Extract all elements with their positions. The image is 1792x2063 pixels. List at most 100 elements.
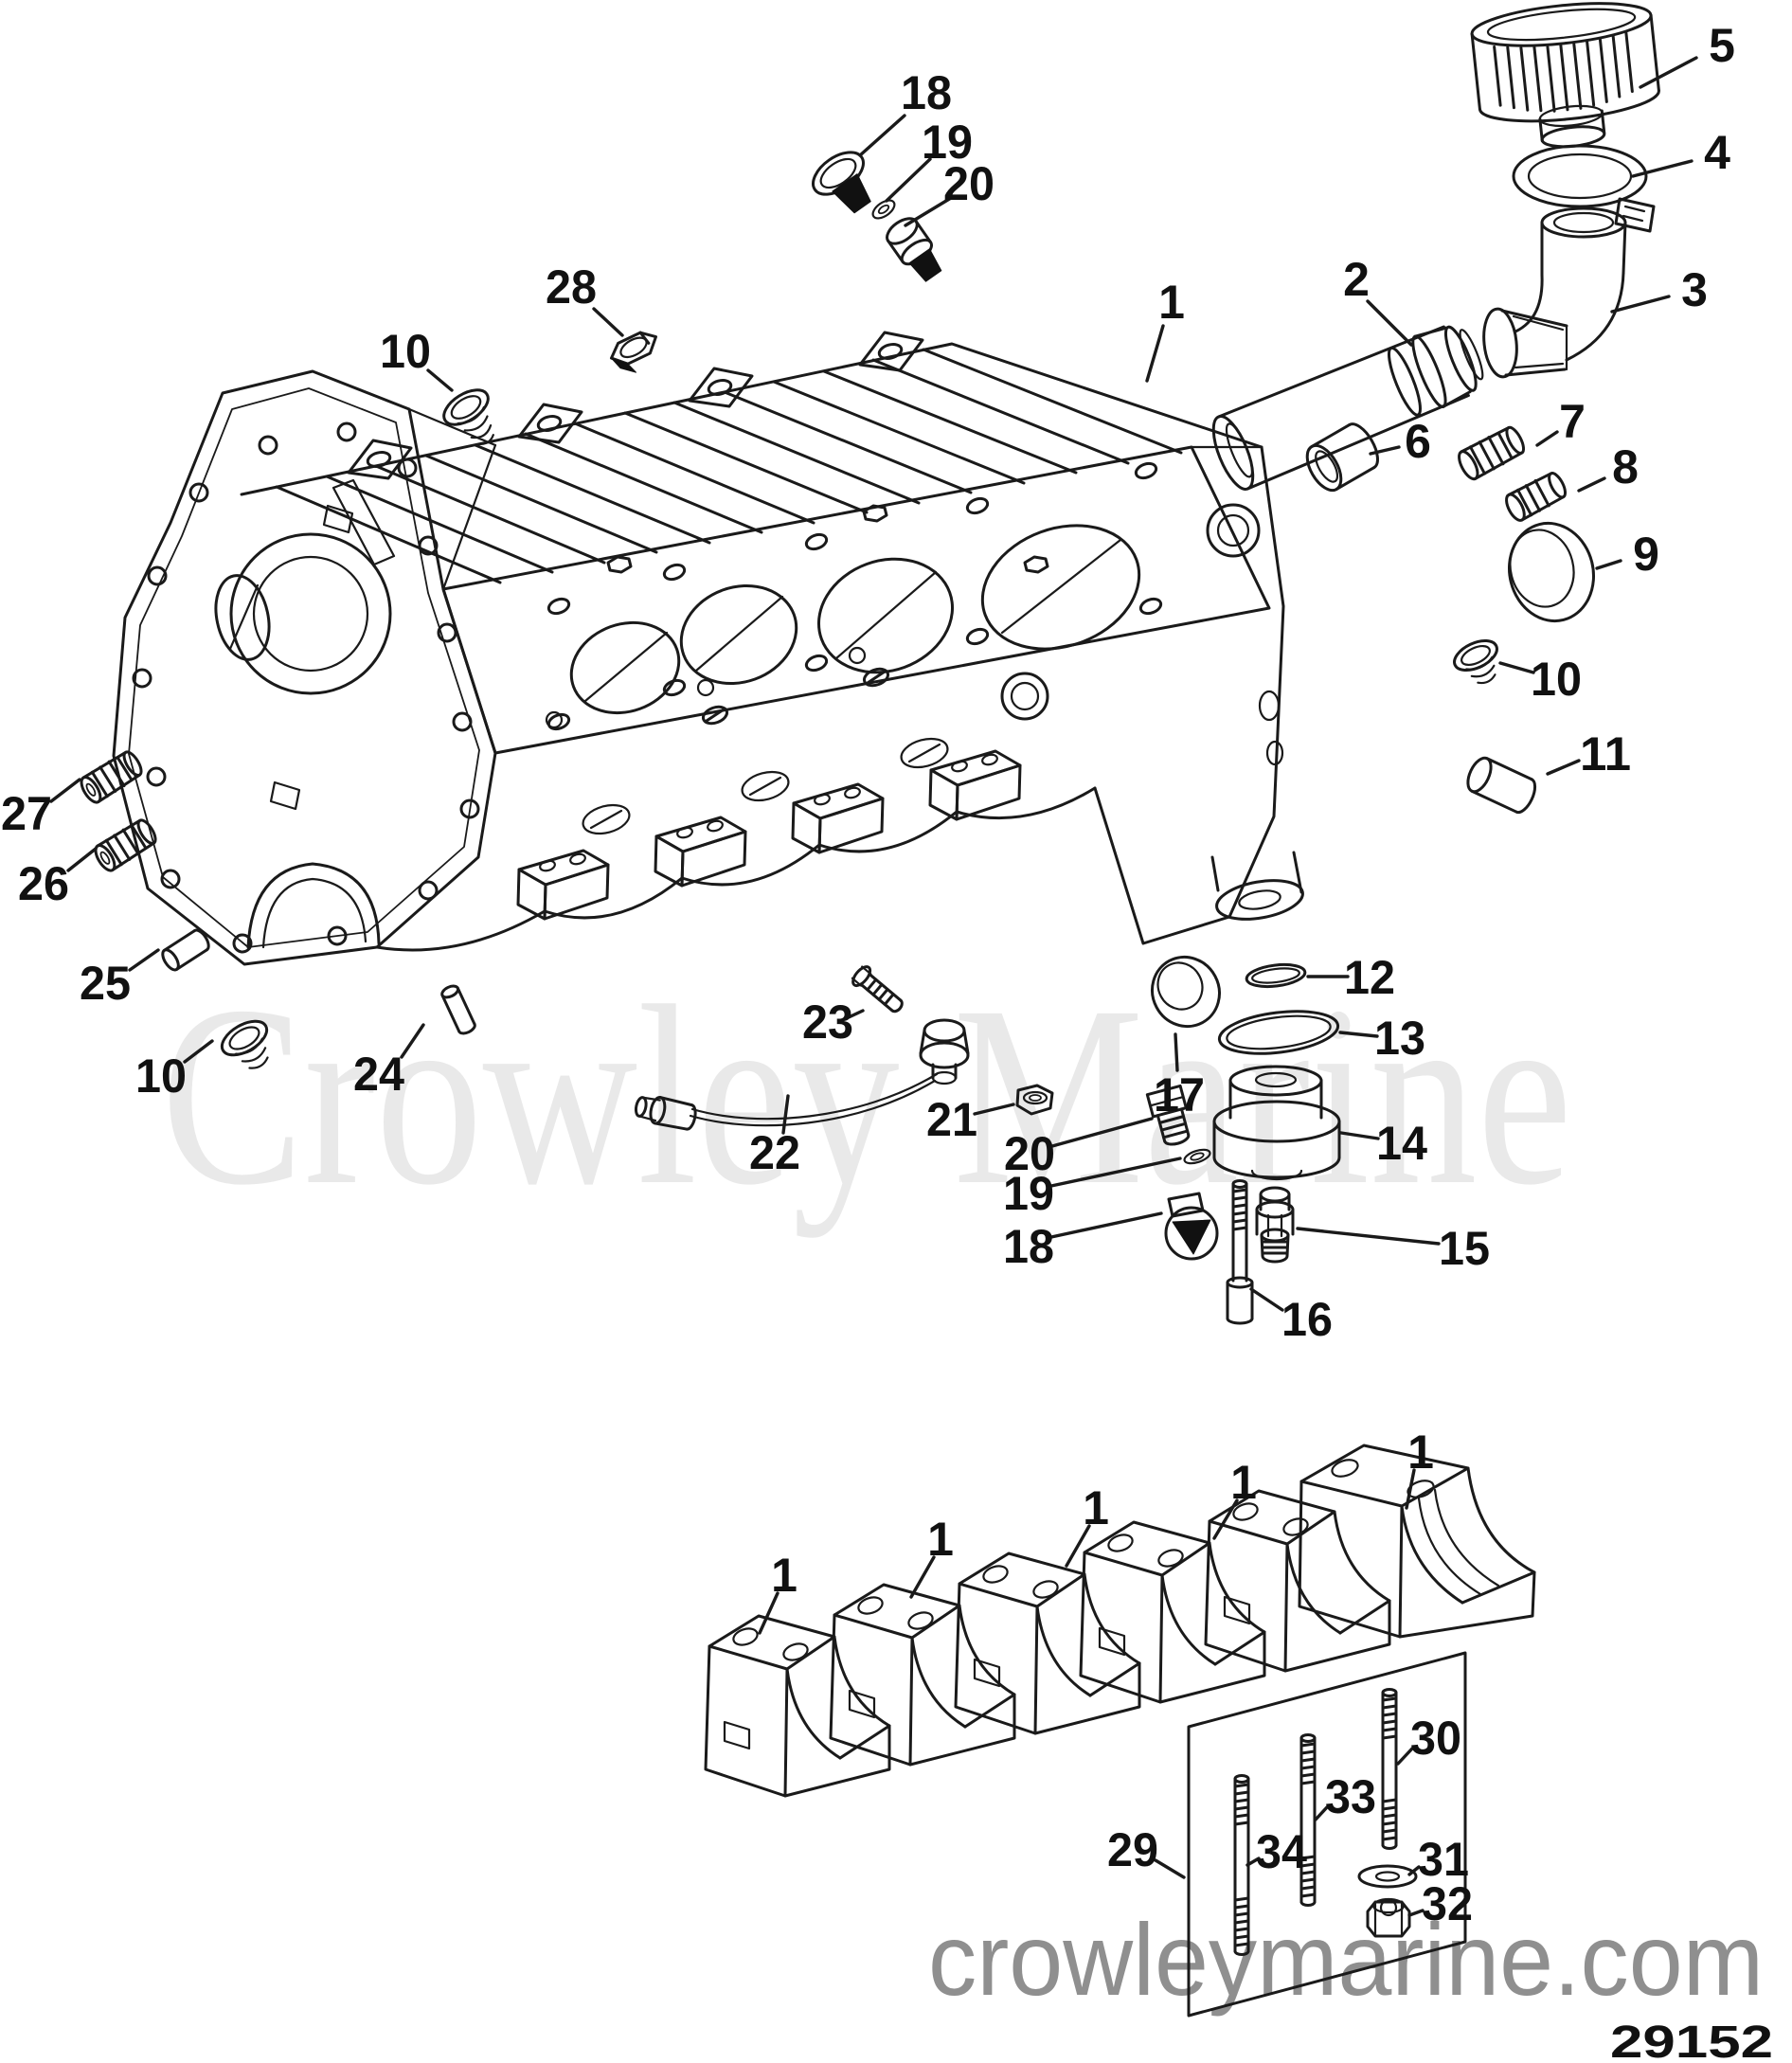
part-26-set-screw xyxy=(94,818,157,872)
callout-leader-line xyxy=(1535,430,1559,447)
inset-box-outline xyxy=(1187,1651,1467,2018)
callout-label: 22 xyxy=(749,1126,800,1179)
part-22-knock-sensor xyxy=(634,1018,970,1131)
callout-leader-line xyxy=(1631,159,1693,178)
callout-leader-line xyxy=(909,1555,936,1599)
callout-leader-line xyxy=(781,1094,790,1135)
callout-leader-line xyxy=(758,1591,780,1635)
callout-leader-line xyxy=(1296,1227,1441,1246)
bearing-cap-5 xyxy=(1204,1489,1391,1673)
bearing-cap-4 xyxy=(1079,1520,1266,1704)
watermark-text: Crowley Marine xyxy=(161,953,1572,1239)
callout-leader-line xyxy=(1338,1031,1379,1038)
callout-label: 17 xyxy=(1154,1068,1205,1121)
callout-leader-line xyxy=(128,948,160,972)
callout-leader-line xyxy=(66,847,98,872)
part-33-stud xyxy=(1299,1733,1317,1907)
callout-label: 14 xyxy=(1376,1117,1427,1170)
part-20-fitting-bottom xyxy=(1145,1084,1191,1146)
callout-leader-line xyxy=(885,157,932,203)
part-21-nut xyxy=(1015,1084,1054,1116)
callout-label: 11 xyxy=(1580,727,1631,780)
bearing-cap-rear xyxy=(1298,1444,1536,1639)
part-4-hose-clamp xyxy=(1512,144,1656,233)
part-10-plug-right xyxy=(1453,638,1498,685)
callout-leader-line xyxy=(426,368,454,392)
callout-label: 19 xyxy=(922,116,973,169)
cylinder-bores xyxy=(569,524,1141,715)
part-9-cup-plug xyxy=(1507,521,1596,623)
callout-label: 28 xyxy=(546,260,597,314)
bearing-caps-drawing xyxy=(704,1444,1536,1798)
callout-leader-line xyxy=(592,307,624,337)
callout-label: 1 xyxy=(1158,276,1185,329)
callout-label: 1 xyxy=(927,1513,954,1566)
callout-leader-line xyxy=(1546,759,1581,776)
callout-leader-line xyxy=(1610,295,1671,314)
part-13-o-ring-large xyxy=(1217,1010,1340,1055)
callout-label: 23 xyxy=(802,996,853,1049)
bearing-cap-1 xyxy=(704,1614,891,1798)
callout-leader-line xyxy=(1314,1805,1329,1821)
part-10-plug-top-left xyxy=(442,388,494,445)
callout-label: 27 xyxy=(1,787,52,840)
callout-leader-line xyxy=(1405,1468,1416,1510)
part-34-stud xyxy=(1233,1774,1250,1956)
callout-leader-line xyxy=(49,778,81,803)
callout-label: 29 xyxy=(1107,1823,1158,1876)
callout-label: 5 xyxy=(1709,19,1735,72)
callout-leader-line xyxy=(400,1023,425,1059)
callout-leader-line xyxy=(847,1009,865,1019)
callout-leader-line xyxy=(1145,324,1165,383)
diagram-number: 29152 xyxy=(1610,2018,1773,2063)
callout-label: 7 xyxy=(1559,395,1586,448)
callout-leader-line xyxy=(1396,1747,1414,1766)
callout-leader-line xyxy=(1366,299,1413,347)
part-30-stud xyxy=(1381,1688,1398,1850)
callout-leader-line xyxy=(1339,1131,1380,1140)
part-11-dowel-pin xyxy=(1466,756,1537,815)
callout-label: 32 xyxy=(1422,1877,1473,1930)
callout-leader-line xyxy=(1639,56,1698,89)
callout-label: 4 xyxy=(1704,126,1730,179)
part-10-plug-bottom-left xyxy=(220,1019,269,1069)
callout-label: 19 xyxy=(1003,1167,1054,1220)
callout-label: 1 xyxy=(1230,1456,1257,1509)
part-20-top-fitting xyxy=(886,217,942,282)
callout-leader-line xyxy=(1577,476,1606,493)
callout-leader-line xyxy=(1498,661,1535,674)
part-17-seal xyxy=(1151,955,1221,1029)
callout-label: 18 xyxy=(901,66,952,119)
callout-leader-line xyxy=(1212,1498,1239,1540)
callout-label: 26 xyxy=(18,857,69,910)
callout-label: 33 xyxy=(1325,1770,1376,1823)
part-24-pin xyxy=(440,984,476,1035)
callout-leader-line xyxy=(183,1039,214,1064)
part-2-oil-fill-tube xyxy=(1211,325,1484,491)
callout-leader-line xyxy=(1369,445,1401,456)
callout-label: 20 xyxy=(943,157,995,210)
callout-label: 3 xyxy=(1681,263,1708,316)
part-15-fitting xyxy=(1255,1186,1295,1264)
callout-label: 6 xyxy=(1405,415,1431,468)
bearing-cap-3 xyxy=(954,1552,1141,1735)
part-5-breather-element xyxy=(1470,2,1660,149)
callout-leader-line xyxy=(904,196,953,227)
callout-leader-line xyxy=(1407,1909,1425,1917)
watermark-site-text: crowleymarine.com xyxy=(928,1902,1764,2017)
callout-label: 21 xyxy=(926,1093,977,1146)
callout-label: 15 xyxy=(1439,1222,1490,1275)
callout-label: 31 xyxy=(1418,1833,1469,1886)
callout-label: 25 xyxy=(80,957,131,1010)
callout-label: 1 xyxy=(1407,1426,1434,1479)
callout-label: 10 xyxy=(380,325,431,378)
callout-label: 16 xyxy=(1281,1293,1333,1346)
callout-label: 20 xyxy=(1004,1127,1055,1180)
part-6-bushing xyxy=(1305,422,1379,493)
part-14-oil-filter-adapter xyxy=(1212,1065,1341,1181)
callout-leader-line xyxy=(1154,1858,1186,1879)
callout-label: 1 xyxy=(1083,1481,1109,1534)
callout-label: 10 xyxy=(1531,653,1582,706)
